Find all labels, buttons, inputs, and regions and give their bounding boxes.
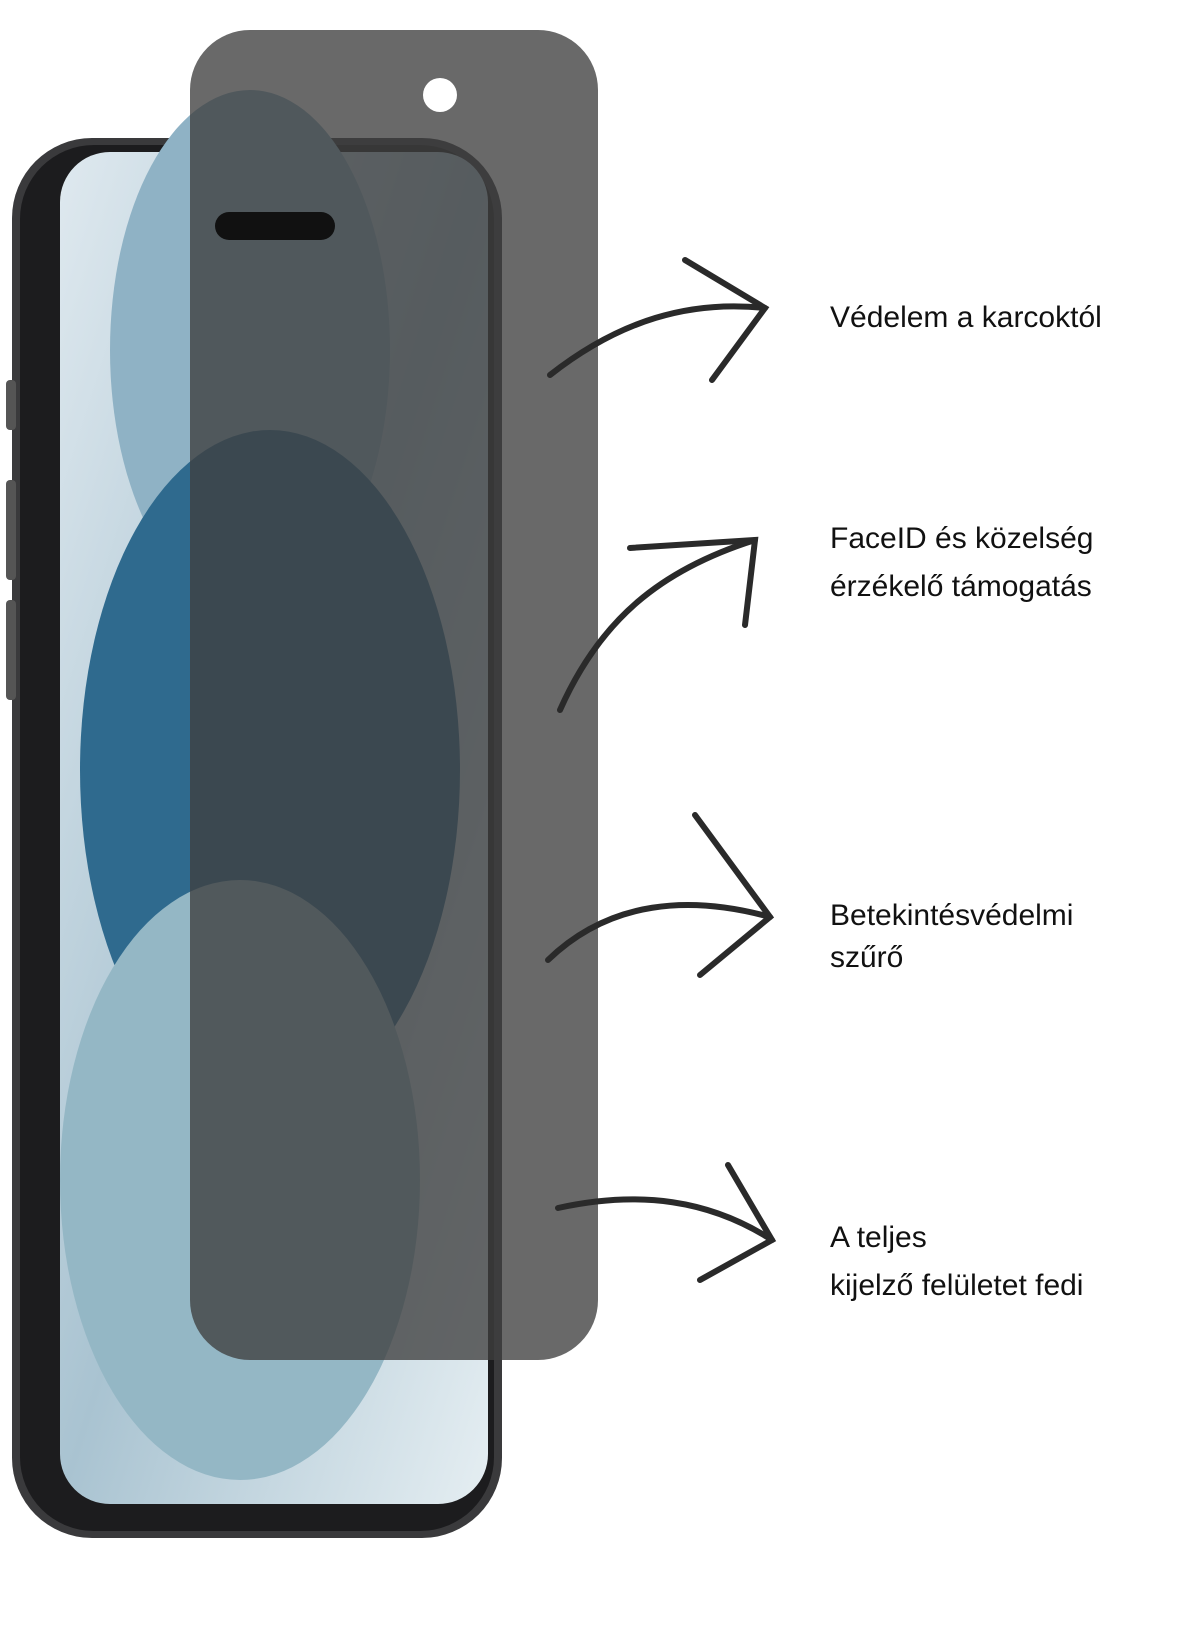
side-button: [6, 600, 16, 700]
feature-label-scratch-protection: Védelem a karcoktól: [830, 294, 1102, 342]
label-line: FaceID és közelség: [830, 522, 1094, 555]
privacy-glass: [190, 30, 598, 1360]
label-line: Betekintésvédelmi: [830, 899, 1074, 932]
arrow-icon: [545, 812, 775, 978]
arrows: [545, 257, 777, 1283]
side-button: [6, 480, 16, 580]
arrow-icon: [547, 257, 770, 383]
feature-label-privacy-filter: Betekintésvédelmi szűrő: [830, 895, 1073, 979]
label-line: érzékelő támogatás: [830, 570, 1092, 603]
dynamic-island: [215, 212, 335, 240]
feature-label-faceid-support: FaceID és közelség érzékelő támogatás: [830, 515, 1093, 611]
label-line: kijelző felületet fedi: [830, 1269, 1084, 1302]
label-line: Védelem a karcoktól: [830, 301, 1102, 334]
arrow-icon: [555, 1162, 777, 1283]
feature-label-full-coverage: A teljes kijelző felületet fedi: [830, 1214, 1083, 1310]
label-line: szűrő: [830, 941, 904, 974]
arrow-icon: [557, 536, 759, 713]
label-line: A teljes: [830, 1221, 927, 1254]
side-button: [6, 380, 16, 430]
sensor-hole: [423, 78, 457, 112]
